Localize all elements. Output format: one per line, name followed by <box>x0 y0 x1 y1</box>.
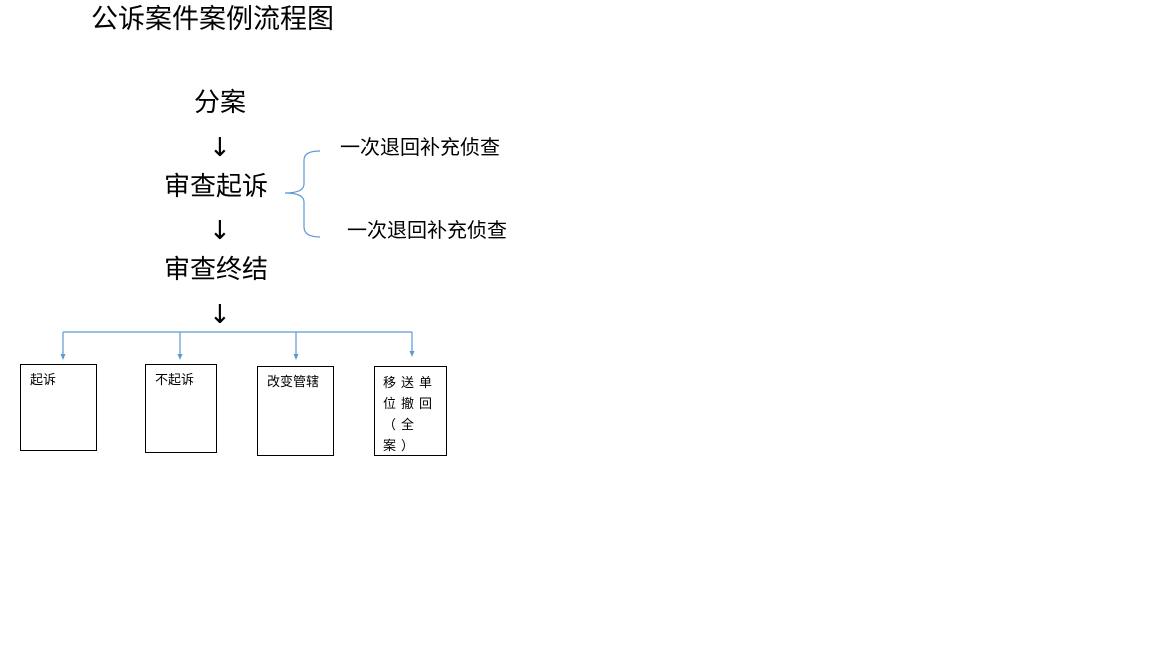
outcome-label: 移送单位撤回（全案） <box>383 376 438 454</box>
arrowhead-icon <box>409 351 415 357</box>
arrowhead-icon <box>60 354 66 360</box>
arrowhead-icon <box>293 354 299 360</box>
outcome-label: 起诉 <box>30 373 57 388</box>
outcome-box-change-jurisdiction: 改变管辖 <box>257 366 334 456</box>
arrow-down-icon: ↓ <box>209 300 231 330</box>
outcome-label: 改变管辖 <box>267 375 320 390</box>
outcome-box-not-prosecute: 不起诉 <box>145 364 217 453</box>
curly-brace-icon <box>284 150 321 238</box>
step-review-prosecution: 审查起诉 <box>164 172 269 202</box>
return-supplementary-investigation-label: 一次退回补充侦查 <box>347 218 507 242</box>
arrow-down-icon: ↓ <box>209 133 231 163</box>
return-supplementary-investigation-label: 一次退回补充侦查 <box>340 135 500 159</box>
arrowhead-icon <box>177 354 183 360</box>
step-review-end: 审查终结 <box>164 255 269 285</box>
arrow-down-icon: ↓ <box>209 216 231 246</box>
diagram-title: 公诉案件案例流程图 <box>91 4 334 35</box>
outcome-box-withdrawn: 移送单位撤回（全案） <box>374 366 447 456</box>
outcome-box-prosecute: 起诉 <box>20 364 97 451</box>
outcome-label: 不起诉 <box>155 373 195 388</box>
step-assign: 分案 <box>194 88 247 118</box>
